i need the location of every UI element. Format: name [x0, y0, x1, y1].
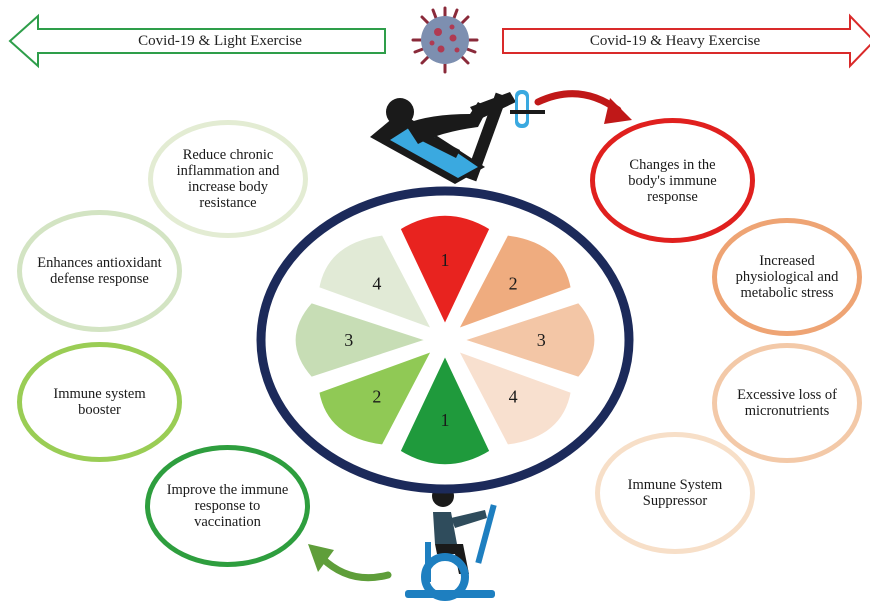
wheel-segment-label-6: 2 — [372, 387, 381, 407]
heavy-effect-4-text: Immune System Suppressor — [627, 477, 723, 509]
light-effect-2: Enhances antioxidant defense response — [17, 210, 182, 332]
wheel-segment-label-3: 3 — [537, 330, 546, 350]
heavy-effect-3: Excessive loss of micronutrients — [712, 343, 862, 463]
wheel-segment-6 — [316, 348, 435, 448]
exercise-wheel: 1 2 3 4 1 2 3 4 — [256, 186, 634, 494]
wheel-segment-2 — [455, 232, 574, 332]
heavy-exercise-label: Covid-19 & Heavy Exercise — [589, 33, 761, 49]
light-exercise-label: Covid-19 & Light Exercise — [138, 33, 302, 49]
wheel-segment-7 — [292, 300, 430, 380]
light-exercise-arrow — [8, 13, 386, 69]
heavy-exercise-arrow — [502, 13, 870, 69]
heavy-effect-2-text: Increased physiological and metabolic st… — [735, 253, 839, 301]
heavy-effect-3-text: Excessive loss of micronutrients — [737, 387, 837, 419]
light-effect-1: Reduce chronic inflammation and increase… — [148, 120, 308, 238]
header-arrows — [8, 13, 870, 69]
wheel-segment-label-5: 1 — [441, 410, 450, 430]
heavy-effect-4: Immune System Suppressor — [595, 432, 755, 554]
wheel-segment-8 — [316, 232, 435, 332]
stationary-bike-icon — [405, 485, 497, 601]
light-effect-4: Improve the immune response to vaccinati… — [145, 445, 310, 567]
light-effect-1-text: Reduce chronic inflammation and increase… — [176, 147, 280, 211]
wheel-segment-label-4: 4 — [509, 387, 518, 407]
heavy-effect-arrow — [534, 90, 632, 124]
heavy-effect-1: Changes in the body's immune response — [590, 118, 755, 243]
wheel-segment-5 — [397, 352, 493, 468]
light-effect-3: Immune system booster — [17, 342, 182, 462]
wheel-segment-label-2: 2 — [509, 273, 518, 293]
heavy-effect-2: Increased physiological and metabolic st… — [712, 218, 862, 336]
wheel-segment-4 — [455, 348, 574, 448]
leg-press-machine-icon — [370, 90, 545, 184]
coronavirus-icon — [411, 6, 479, 74]
light-effect-3-text: Immune system booster — [53, 386, 146, 418]
light-effect-4-text: Improve the immune response to vaccinati… — [166, 482, 289, 530]
heavy-effect-1-text: Changes in the body's immune response — [628, 156, 717, 205]
wheel-segment-label-1: 1 — [441, 250, 450, 270]
light-effect-2-text: Enhances antioxidant defense response — [37, 255, 162, 287]
wheel-segment-1 — [397, 212, 493, 328]
wheel-segment-label-7: 3 — [344, 330, 353, 350]
wheel-segment-label-8: 4 — [372, 273, 381, 293]
light-effect-arrow — [308, 544, 392, 582]
wheel-segment-3 — [460, 300, 598, 380]
